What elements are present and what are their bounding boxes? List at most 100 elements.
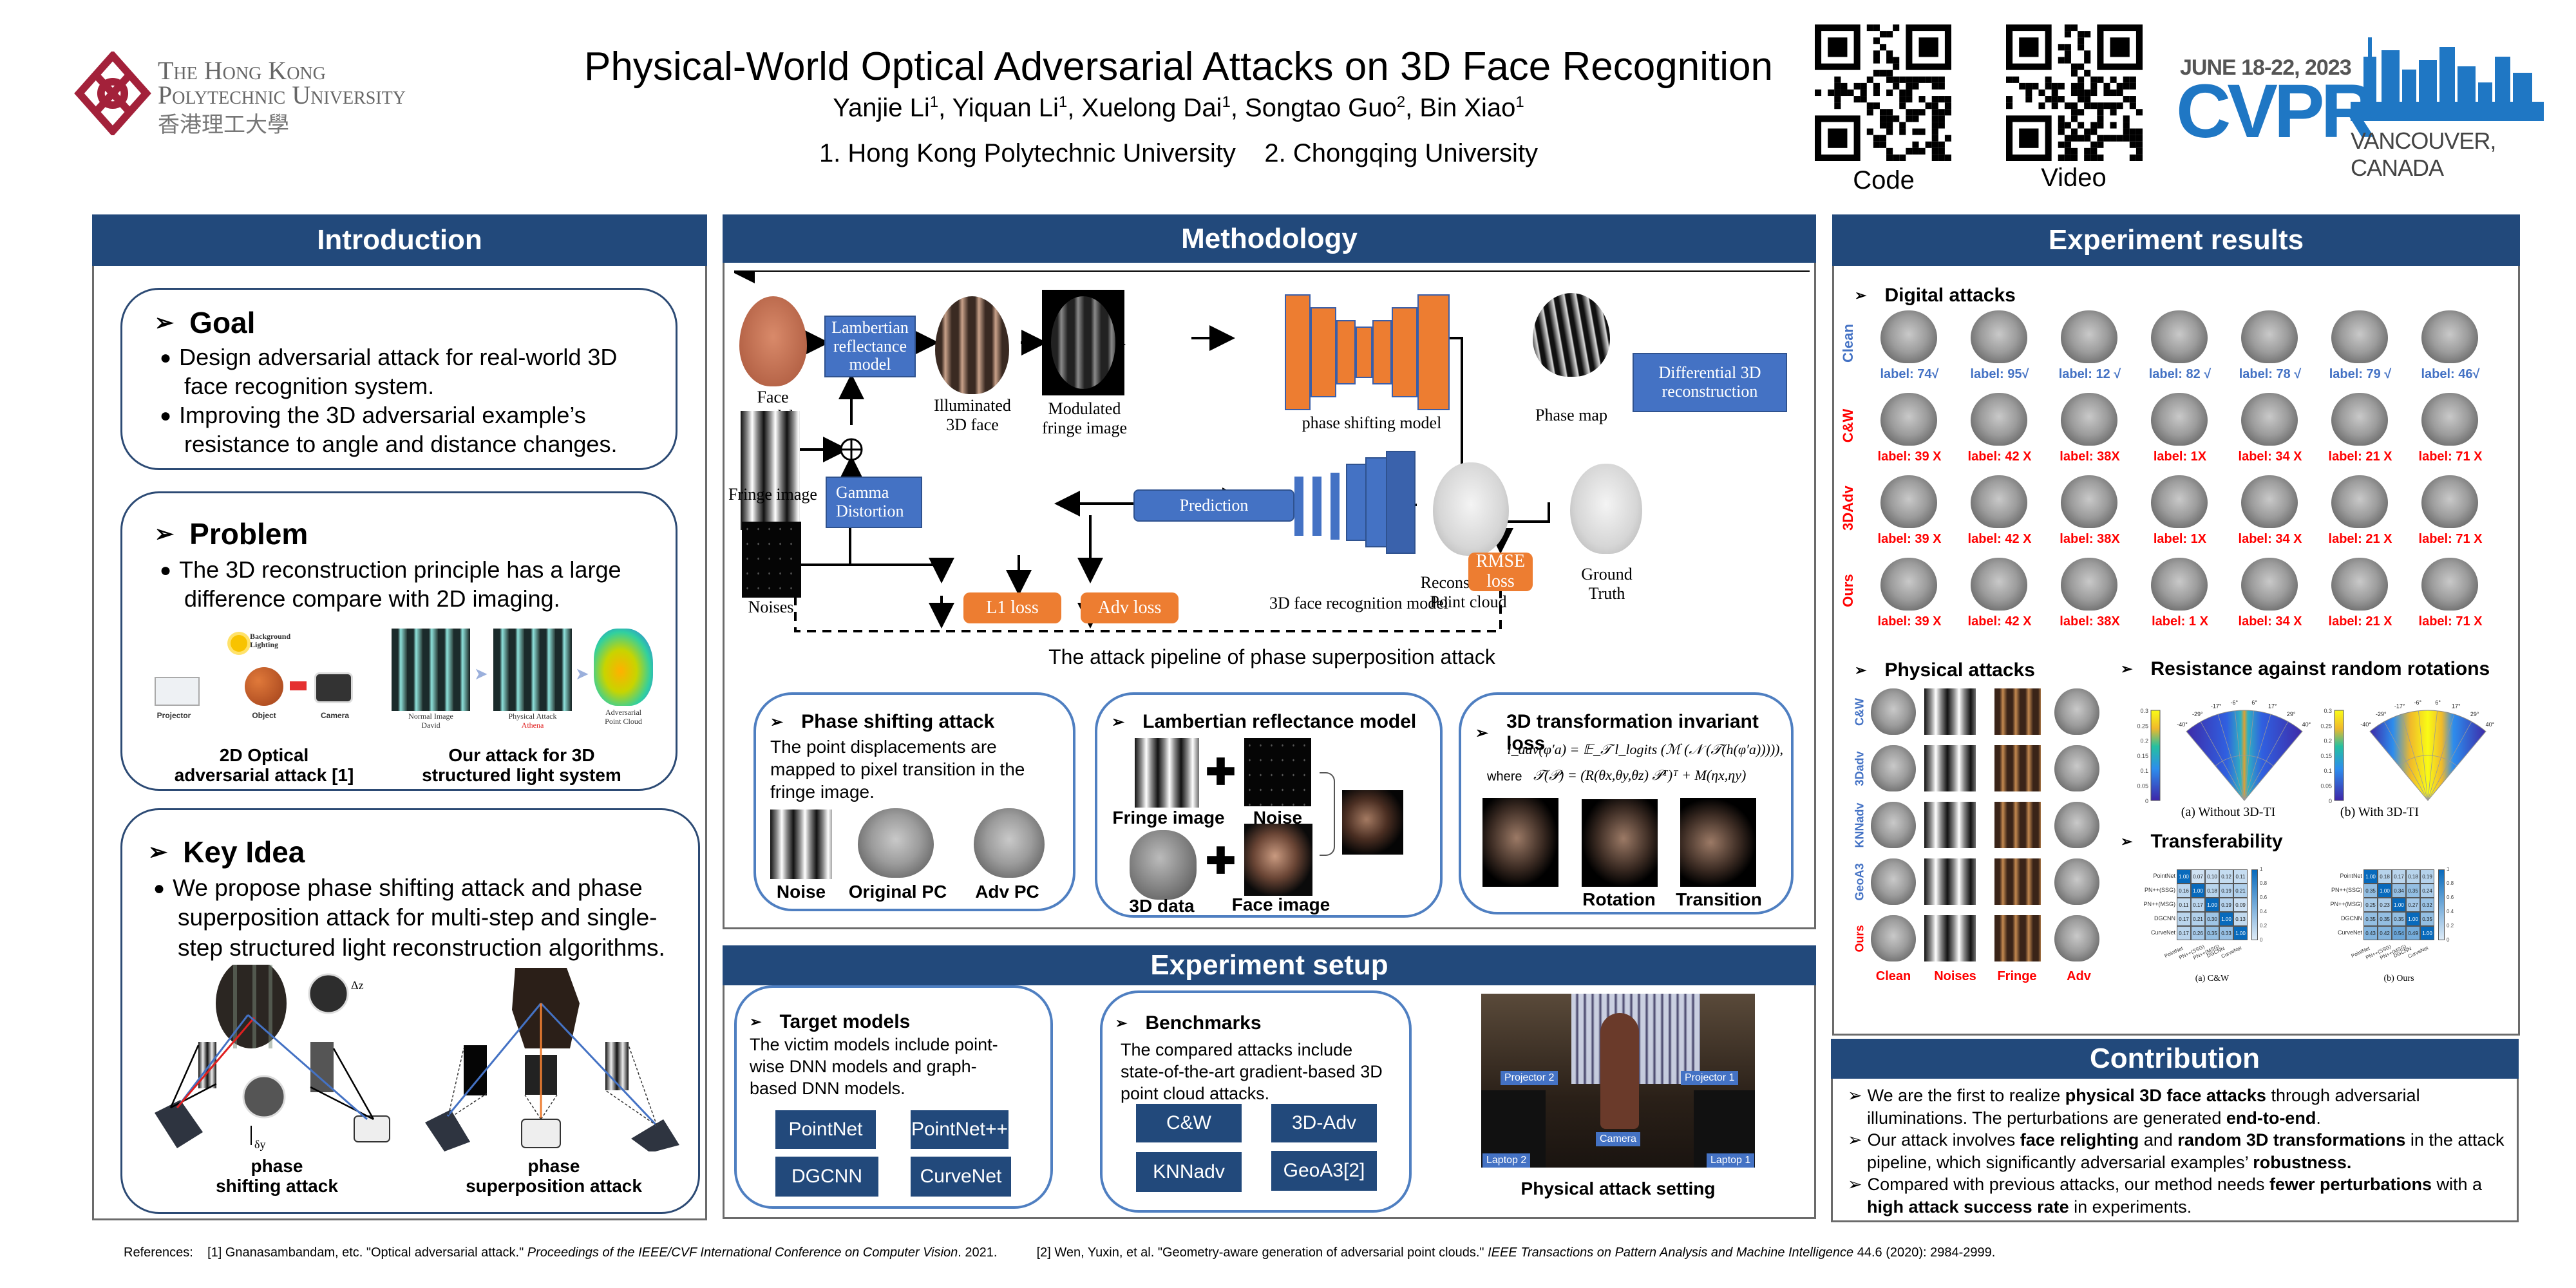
- unet-layer: [1311, 307, 1336, 397]
- heatmap-colorbar-tick: 0.6: [2447, 895, 2454, 900]
- caption-line: Our attack for 3D: [448, 745, 595, 765]
- target-models-heading: ➢ Target models: [750, 1011, 910, 1033]
- phase-shifting-heading: ➢ Phase shifting attack: [770, 711, 994, 733]
- contribution-item: We are the first to realize physical 3D …: [1845, 1084, 2508, 1129]
- benchmark-3d-adv: 3D-Adv: [1271, 1104, 1377, 1142]
- camera-icon: [314, 672, 353, 703]
- digital-prediction-label: label: 12 √: [2058, 367, 2121, 381]
- contribution-text: We are the first to realize: [1867, 1086, 2065, 1105]
- physical-adv-pc: [2054, 802, 2099, 848]
- author-affiliation-mark: 1: [1058, 93, 1068, 111]
- contribution-text: in experiments.: [2069, 1197, 2192, 1217]
- adv-sublabel: Point Cloud: [605, 716, 642, 726]
- heatmap-cell: 0.25: [2363, 898, 2378, 912]
- digital-face-pointcloud: [2061, 310, 2117, 363]
- phase-shifting-heading-text: Phase shifting attack: [801, 711, 995, 732]
- contribution-text: Our attack involves: [1867, 1130, 2020, 1150]
- colorbar-tick: 0.05: [2320, 783, 2332, 790]
- heatmap-cell: 0.16: [2177, 884, 2191, 898]
- heatmap-cell: 0.17: [2191, 898, 2205, 912]
- projector-label: Projector: [156, 711, 191, 720]
- digital-prediction-label: label: 42 X: [1967, 532, 2032, 546]
- sun-icon: [231, 635, 247, 652]
- highlight-text: high attack success rate: [1867, 1197, 2069, 1217]
- physical-clean-pc: [1871, 688, 1916, 735]
- plus-icon: ✚: [1206, 840, 1236, 881]
- conv-layer: [1386, 451, 1416, 554]
- colorbar-tick: 0.15: [2320, 753, 2332, 759]
- original-pc-image: [858, 808, 934, 878]
- university-name-line1: The Hong Kong: [158, 56, 326, 85]
- digital-prediction-label: label: 71 X: [2418, 450, 2483, 464]
- benchmark-geoa3: GeoA3[2]: [1271, 1151, 1377, 1191]
- qr-code-code[interactable]: [1815, 24, 1951, 161]
- phase-shifting-model-label: phase shifting model: [1302, 413, 1442, 432]
- adv-label: Adversarial: [605, 708, 641, 717]
- digital-face-pointcloud: [2241, 393, 2298, 446]
- arrow-bullet-icon: ➢: [1115, 1015, 1128, 1031]
- adversarial-point-cloud-image: [594, 629, 653, 706]
- contribution-text: through adversarial illuminations. The p…: [1867, 1086, 2420, 1128]
- author-affiliation-mark: 1: [1222, 93, 1231, 111]
- original-face-render: [1482, 798, 1558, 887]
- physical-attacks-heading: ➢ Physical attacks: [1855, 659, 2035, 681]
- author-name: Songtao Guo: [1245, 93, 1397, 122]
- modulated-fringe-label: Modulated fringe image: [1041, 399, 1128, 437]
- digital-prediction-label: label: 39 X: [1877, 450, 1942, 464]
- laptop-2-tag: Laptop 2: [1482, 1153, 1531, 1168]
- caption-2d-optical: 2D Optical adversarial attack [1]: [148, 745, 380, 786]
- figure-2d-optical-attack: Background Lighting Projector Object Cam…: [148, 629, 380, 725]
- physical-attack-image: [493, 629, 572, 711]
- transition-face-render: [1680, 798, 1756, 887]
- author-list: Yanjie Li1, Yiquan Li1, Xuelong Dai1, So…: [833, 93, 1524, 122]
- goal-bullet: Design adversarial attack for real-world…: [155, 343, 663, 401]
- model-curvenet: CurveNet: [911, 1157, 1011, 1197]
- vancouver-skyline-icon: [2351, 37, 2544, 121]
- physical-fringe-photo: [1994, 688, 2041, 735]
- recognition-model-icon: [1294, 451, 1449, 554]
- heatmap-cell: 0.10: [2205, 869, 2219, 884]
- transition-label: Transition: [1676, 889, 1762, 909]
- arrow-bullet-icon: ➢: [770, 713, 784, 731]
- physical-column-label: Noises: [1934, 969, 1976, 983]
- heatmap-cell: 0.32: [2420, 898, 2434, 912]
- heatmap-row-label: PN++(MSG): [2143, 901, 2175, 907]
- digital-face-pointcloud: [2421, 310, 2478, 363]
- colorbar-tick: 0.1: [2324, 768, 2332, 774]
- colorbar-tick: 0.25: [2320, 723, 2332, 729]
- arrow-bullet-icon: ➢: [750, 1014, 762, 1030]
- noises-image: [742, 522, 801, 598]
- qr-label-code: Code: [1853, 166, 1915, 194]
- fringe-image-caption: Fringe image: [728, 485, 817, 504]
- heatmap-row-label: CurveNet: [2150, 929, 2175, 936]
- heatmap-cell: 0.18: [2205, 884, 2219, 898]
- transferability-heading: ➢ Transferability: [2121, 831, 2283, 853]
- cvpr-location: VANCOUVER, CANADA: [2351, 128, 2496, 181]
- where-label: where: [1487, 770, 1522, 784]
- heatmap-colorbar-tick: 0.4: [2447, 909, 2454, 914]
- target-models-box: ➢ Target models The victim models includ…: [734, 985, 1053, 1209]
- digital-face-pointcloud: [1880, 475, 1937, 528]
- svg-text:Δz: Δz: [351, 979, 364, 992]
- heatmap-cell: 0.54: [2392, 926, 2406, 940]
- phase-shifting-attack-box: ➢ Phase shifting attack The point displa…: [753, 692, 1075, 911]
- heatmap-colorbar: [2251, 869, 2258, 940]
- angle-tick: -40°: [2177, 721, 2188, 728]
- pipeline-caption: The attack pipeline of phase superpositi…: [1048, 645, 1495, 668]
- colorbar-tick: 0: [2329, 798, 2332, 804]
- gamma-distortion-box: Gamma Distortion: [826, 477, 922, 528]
- qr-code-video[interactable]: [2006, 24, 2143, 161]
- physical-fringe-photo: [1994, 745, 2041, 791]
- caption-line: 2D Optical: [219, 745, 309, 765]
- angle-tick: 6°: [2251, 699, 2257, 706]
- benchmarks-heading-text: Benchmarks: [1145, 1012, 1262, 1034]
- problem-heading-text: Problem: [189, 517, 308, 551]
- angle-tick: -40°: [2360, 721, 2371, 728]
- camera-label: Camera: [320, 711, 350, 720]
- rotation-charts: 0.30.250.20.150.10.050-40°-29°-17°-6°6°1…: [2137, 699, 2494, 804]
- caption-phase-superposition: phase superposition attack: [419, 1156, 689, 1197]
- rotation-heading: ➢ Resistance against random rotations: [2121, 658, 2490, 680]
- digital-prediction-label: label: 82 √: [2148, 367, 2211, 381]
- physical-fringe-photo: [1994, 858, 2041, 905]
